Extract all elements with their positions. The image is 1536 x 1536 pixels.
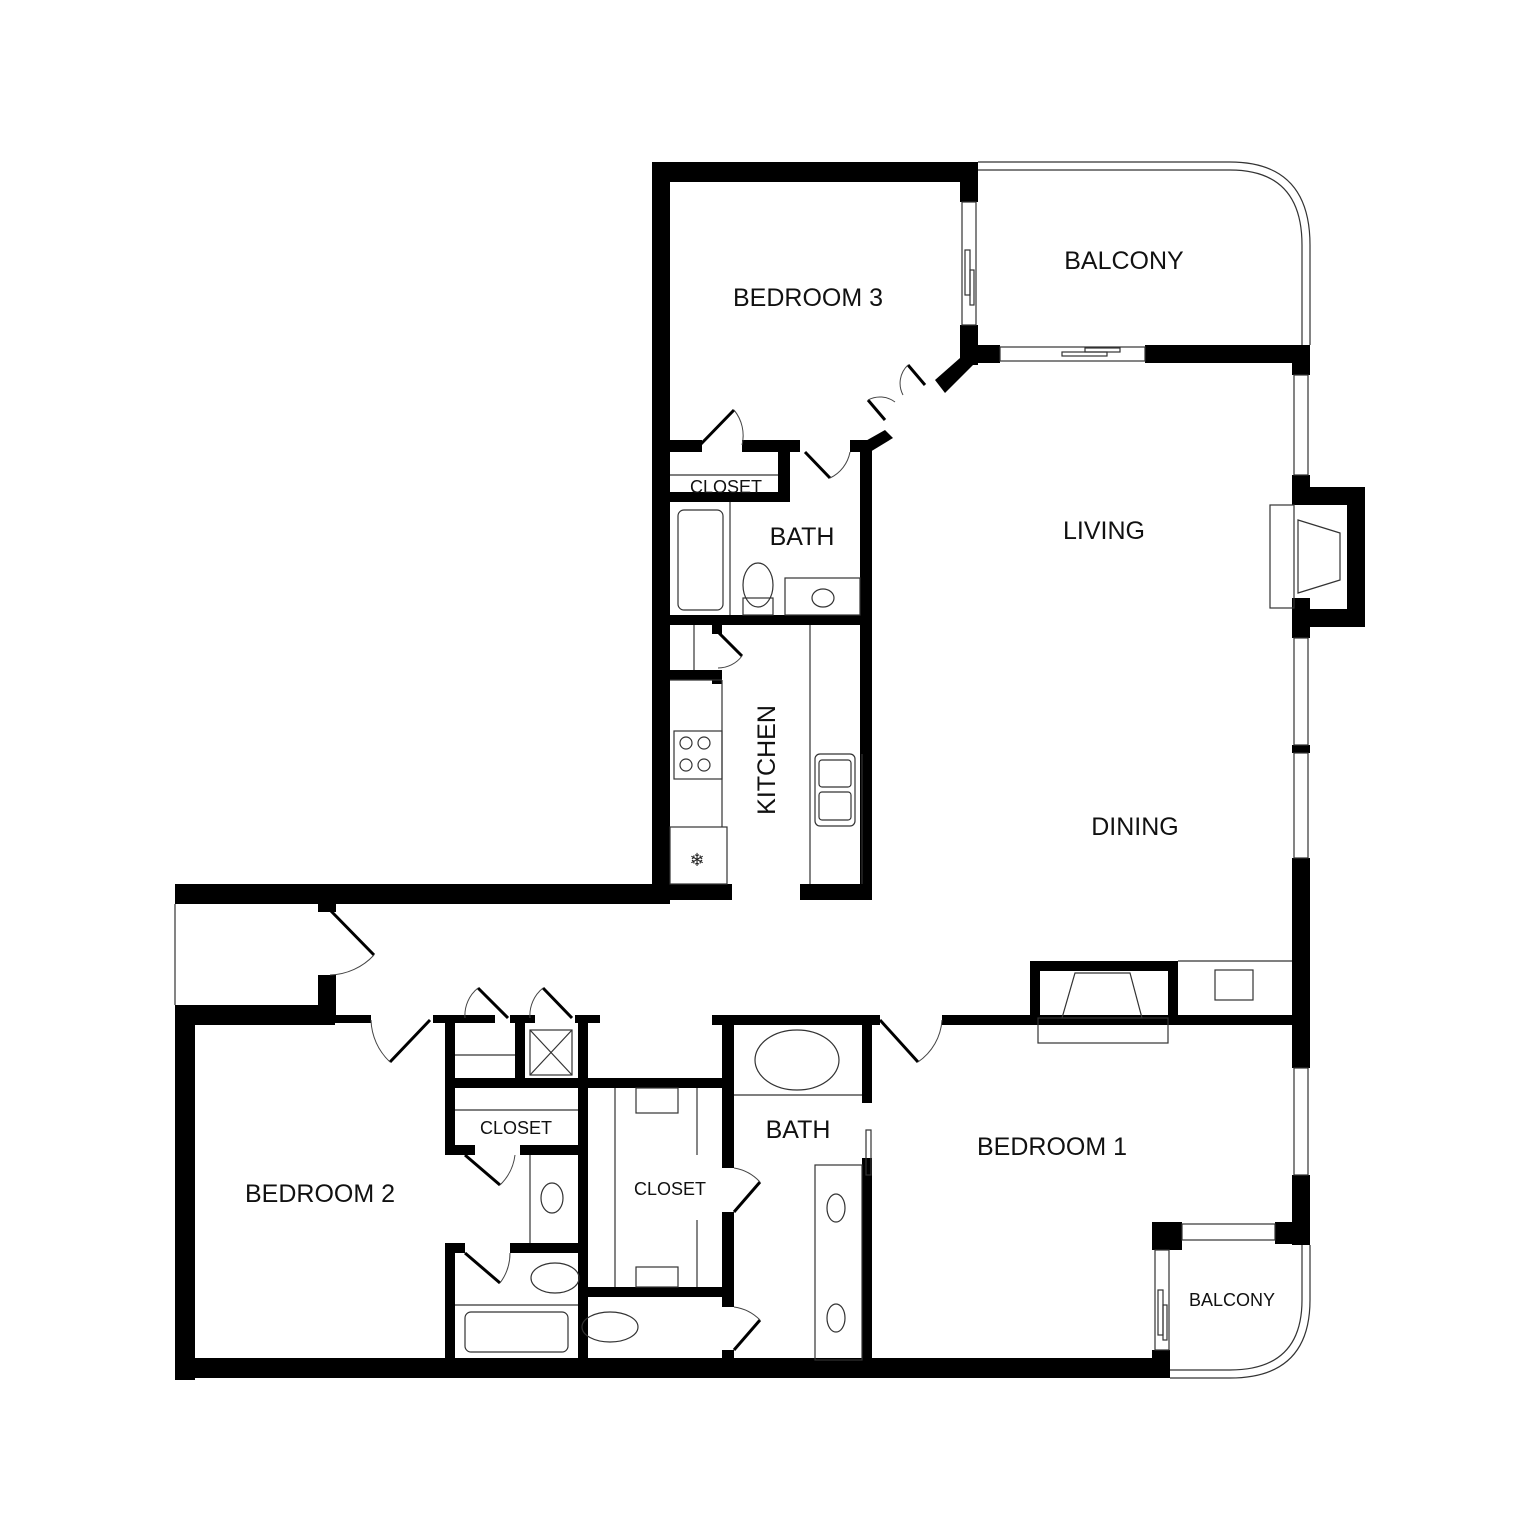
- balcony-railing: [978, 161, 1311, 1379]
- sliding-door-icon[interactable]: [865, 249, 1168, 1341]
- label-closet-center: CLOSET: [634, 1179, 706, 1199]
- label-bedroom-3: BEDROOM 3: [733, 284, 883, 312]
- label-bedroom-2: BEDROOM 2: [245, 1180, 395, 1208]
- walls: [175, 162, 1365, 1380]
- label-bath-top: BATH: [770, 523, 835, 551]
- fixtures: [455, 474, 1341, 1361]
- room-labels: BEDROOM 3 BALCONY CLOSET BATH LIVING KIT…: [245, 247, 1275, 1310]
- windows: [174, 201, 1309, 1351]
- label-bath-master: BATH: [766, 1116, 831, 1144]
- label-balcony-top: BALCONY: [1064, 247, 1184, 275]
- sink-icon: [811, 588, 835, 608]
- bathtub-icon: [677, 509, 724, 611]
- water-heater-icon: [529, 1029, 573, 1076]
- cooktop-icon: [673, 730, 723, 780]
- refrigerator-icon: ❄: [689, 850, 704, 870]
- label-living: LIVING: [1063, 517, 1145, 545]
- double-sink-icon: [814, 753, 856, 827]
- label-closet-left: CLOSET: [480, 1118, 552, 1138]
- label-bedroom-1: BEDROOM 1: [977, 1133, 1127, 1161]
- label-kitchen: KITCHEN: [753, 705, 781, 815]
- door-swing-icon[interactable]: [328, 364, 943, 1351]
- label-balcony-bottom: BALCONY: [1189, 1290, 1275, 1310]
- toilet-icon: [742, 562, 774, 608]
- label-closet-top: CLOSET: [690, 477, 762, 497]
- label-dining: DINING: [1091, 813, 1179, 841]
- fireplace-icon: [1037, 504, 1341, 1044]
